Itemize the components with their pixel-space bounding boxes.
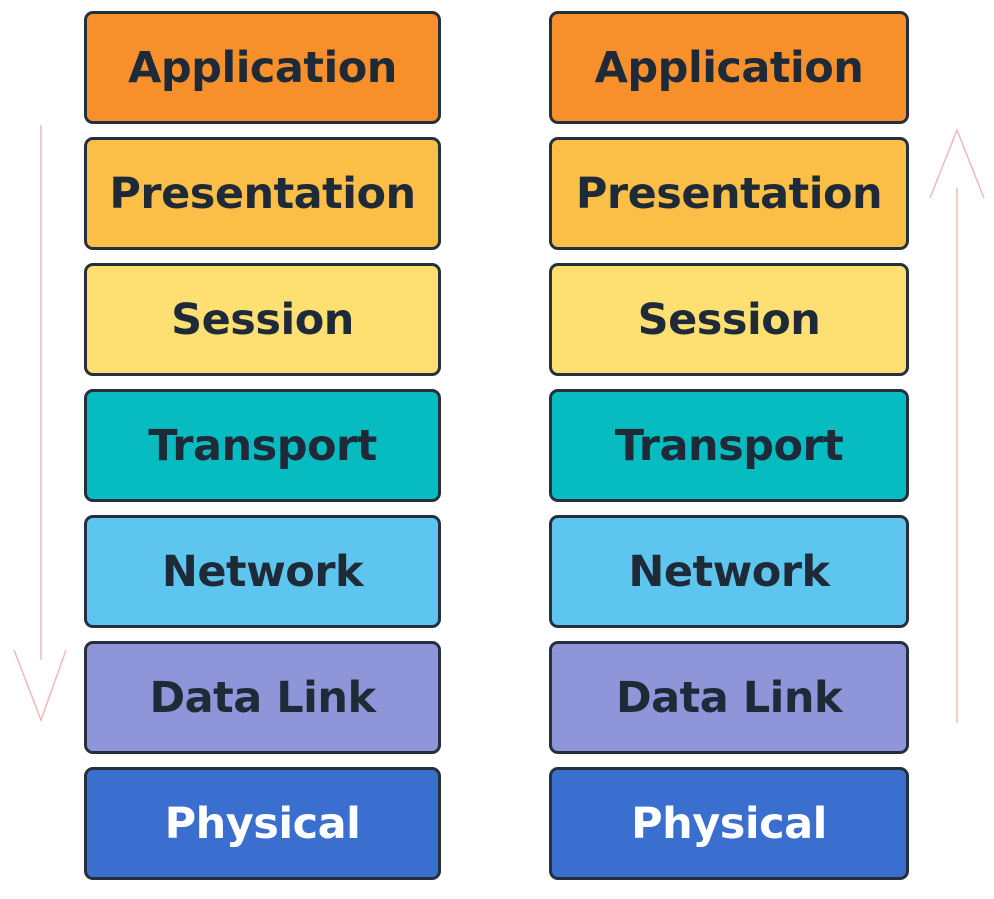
right-layer-presentation: Presentation [549, 137, 909, 250]
right-layer-application: Application [549, 11, 909, 124]
left-layer-stack: Application Presentation Session Transpo… [84, 11, 441, 880]
right-layer-session: Session [549, 263, 909, 376]
arrow-up-icon [929, 127, 985, 723]
right-layer-physical: Physical [549, 767, 909, 880]
right-layer-data-link: Data Link [549, 641, 909, 754]
left-layer-presentation: Presentation [84, 137, 441, 250]
right-layer-stack: Application Presentation Session Transpo… [549, 11, 909, 880]
left-layer-session: Session [84, 263, 441, 376]
right-layer-network: Network [549, 515, 909, 628]
left-layer-data-link: Data Link [84, 641, 441, 754]
left-layer-application: Application [84, 11, 441, 124]
left-layer-network: Network [84, 515, 441, 628]
right-layer-transport: Transport [549, 389, 909, 502]
left-layer-transport: Transport [84, 389, 441, 502]
arrow-down-icon [13, 125, 67, 723]
left-layer-physical: Physical [84, 767, 441, 880]
